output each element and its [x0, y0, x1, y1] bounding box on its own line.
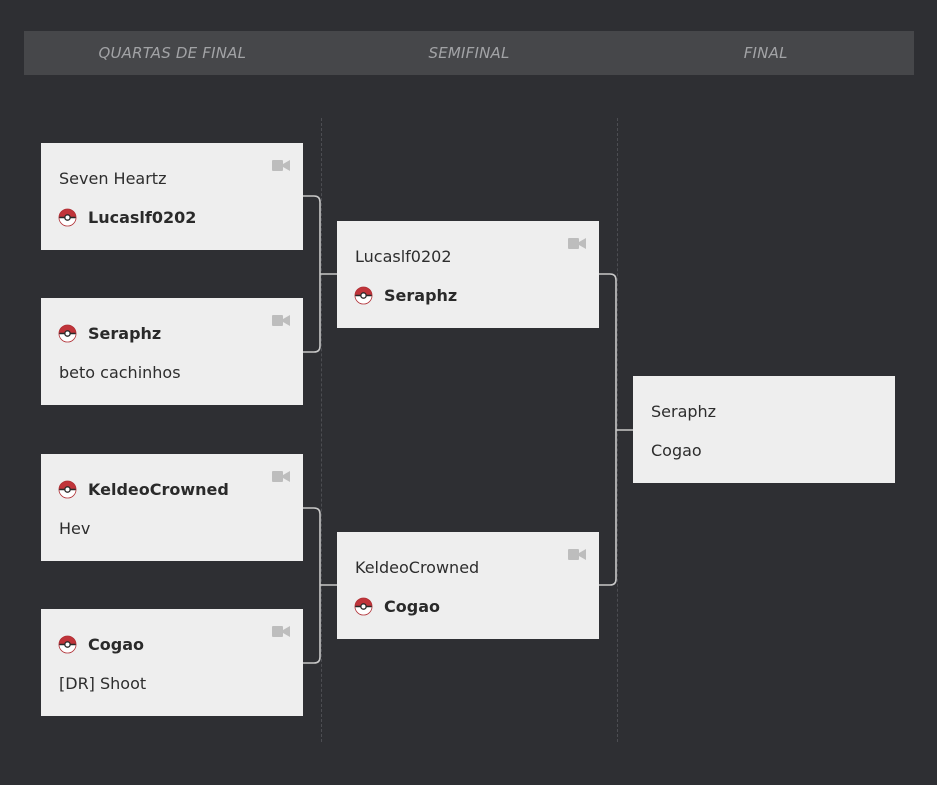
round-title-final: FINAL [743, 44, 788, 62]
player-row: Seraphz [651, 402, 716, 421]
player-row-winner: Lucaslf0202 [59, 208, 196, 227]
match-card-qf1[interactable]: Seven Heartz Lucaslf0202 [41, 143, 303, 250]
player-name: Hev [59, 519, 91, 538]
match-card-qf4[interactable]: Cogao [DR] Shoot [41, 609, 303, 716]
player-name: Cogao [384, 597, 440, 616]
video-camera-icon[interactable] [272, 626, 290, 637]
player-row: Lucaslf0202 [355, 247, 452, 266]
video-camera-icon[interactable] [272, 315, 290, 326]
player-row-winner: Cogao [355, 597, 440, 616]
video-camera-icon[interactable] [272, 160, 290, 171]
player-name: Seraphz [88, 324, 162, 343]
round-title-semifinal: SEMIFINAL [428, 44, 510, 62]
pokeball-icon [58, 208, 77, 227]
match-card-final[interactable]: Seraphz Cogao [633, 376, 895, 483]
match-card-sf1[interactable]: Lucaslf0202 Seraphz [337, 221, 599, 328]
player-name: Seraphz [384, 286, 458, 305]
player-name: KeldeoCrowned [355, 558, 480, 577]
player-row: Hev [59, 519, 90, 538]
player-row: Seven Heartz [59, 169, 166, 188]
round-header: QUARTAS DE FINAL SEMIFINAL FINAL [24, 31, 914, 75]
round-title-quarterfinal: QUARTAS DE FINAL [98, 44, 247, 62]
player-row-winner: Seraphz [355, 286, 457, 305]
connector-qf1-qf2 [303, 195, 321, 353]
player-name: KeldeoCrowned [88, 480, 229, 499]
player-row: Cogao [651, 441, 702, 460]
player-name: Seraphz [651, 402, 717, 421]
player-name: Lucaslf0202 [88, 208, 197, 227]
match-card-qf3[interactable]: KeldeoCrowned Hev [41, 454, 303, 561]
player-row-winner: KeldeoCrowned [59, 480, 229, 499]
video-camera-icon[interactable] [568, 549, 586, 560]
round-divider [617, 118, 618, 742]
player-name: Lucaslf0202 [355, 247, 452, 266]
video-camera-icon[interactable] [568, 238, 586, 249]
player-row-winner: Seraphz [59, 324, 161, 343]
player-name: [DR] Shoot [59, 674, 147, 693]
player-name: beto cachinhos [59, 363, 181, 382]
match-card-qf2[interactable]: Seraphz beto cachinhos [41, 298, 303, 405]
pokeball-icon [354, 597, 373, 616]
pokeball-icon [58, 480, 77, 499]
video-camera-icon[interactable] [272, 471, 290, 482]
connector-sf1-sf2 [599, 273, 617, 586]
connector-qf3-qf4 [303, 507, 321, 664]
round-divider [321, 118, 322, 742]
player-row-winner: Cogao [59, 635, 144, 654]
match-card-sf2[interactable]: KeldeoCrowned Cogao [337, 532, 599, 639]
player-row: [DR] Shoot [59, 674, 146, 693]
player-name: Cogao [651, 441, 702, 460]
pokeball-icon [58, 635, 77, 654]
player-name: Cogao [88, 635, 144, 654]
player-row: beto cachinhos [59, 363, 181, 382]
pokeball-icon [354, 286, 373, 305]
player-name: Seven Heartz [59, 169, 167, 188]
pokeball-icon [58, 324, 77, 343]
player-row: KeldeoCrowned [355, 558, 479, 577]
